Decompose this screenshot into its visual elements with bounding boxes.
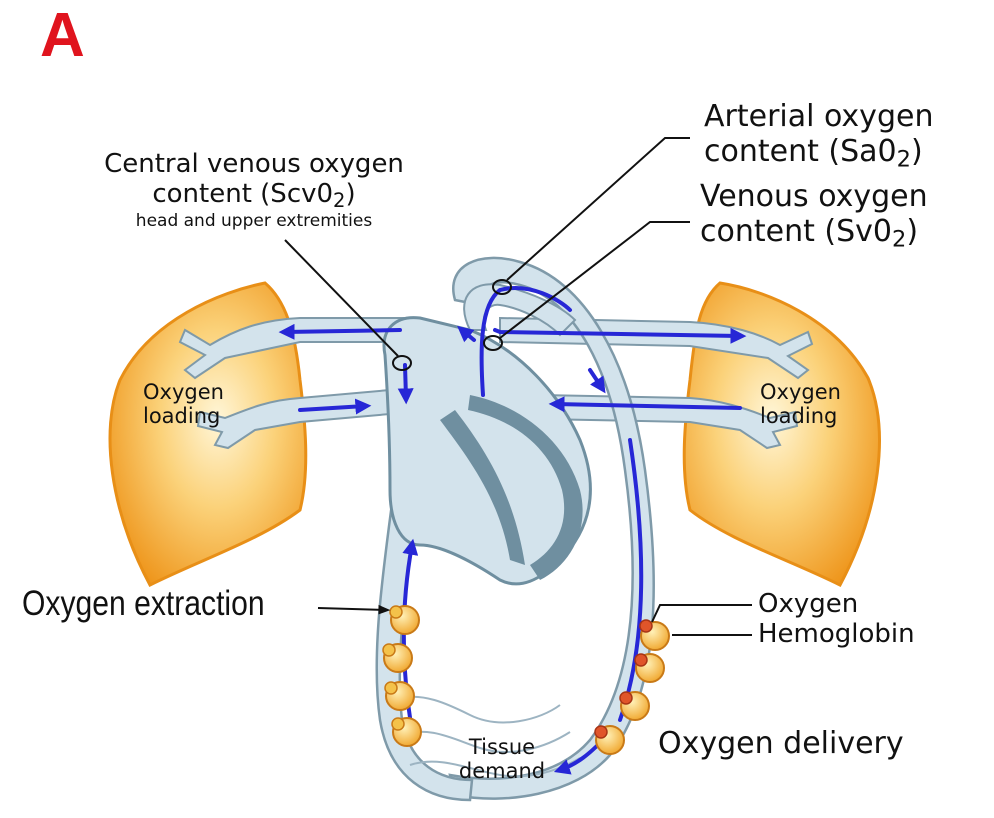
- tissue-line1: Tissue: [452, 735, 552, 759]
- oxygen-loading-right: Oxygen loading: [760, 380, 841, 428]
- central-venous-note: head and upper extremities: [84, 212, 424, 232]
- central-venous-label: Central venous oxygen content (Scv02) he…: [84, 150, 424, 232]
- arterial-line2: content (Sa02): [704, 135, 933, 174]
- arterial-line1: Arterial oxygen: [704, 100, 933, 135]
- oxygen-loading-left-line1: Oxygen: [143, 380, 224, 404]
- venous-line2: content (Sv02): [700, 215, 928, 254]
- oxygen-loading-right-line2: loading: [760, 404, 841, 428]
- venous-label: Venous oxygen content (Sv02): [700, 180, 928, 253]
- oxygen-label: Oxygen: [758, 590, 858, 620]
- oxygen-loading-right-line1: Oxygen: [760, 380, 841, 404]
- central-venous-line2: content (Scv02): [84, 180, 424, 212]
- hemoglobin-label: Hemoglobin: [758, 620, 915, 650]
- oxygen-loading-left-line2: loading: [143, 404, 224, 428]
- central-venous-line1: Central venous oxygen: [84, 150, 424, 180]
- tissue-line2: demand: [452, 759, 552, 783]
- arterial-label: Arterial oxygen content (Sa02): [704, 100, 933, 173]
- oxygen-loading-left: Oxygen loading: [143, 380, 224, 428]
- tissue-demand-label: Tissue demand: [452, 735, 552, 783]
- panel-letter: A: [40, 0, 85, 71]
- oxygen-extraction-label: Oxygen extraction: [22, 584, 265, 624]
- oxygen-delivery-label: Oxygen delivery: [658, 727, 904, 762]
- venous-line1: Venous oxygen: [700, 180, 928, 215]
